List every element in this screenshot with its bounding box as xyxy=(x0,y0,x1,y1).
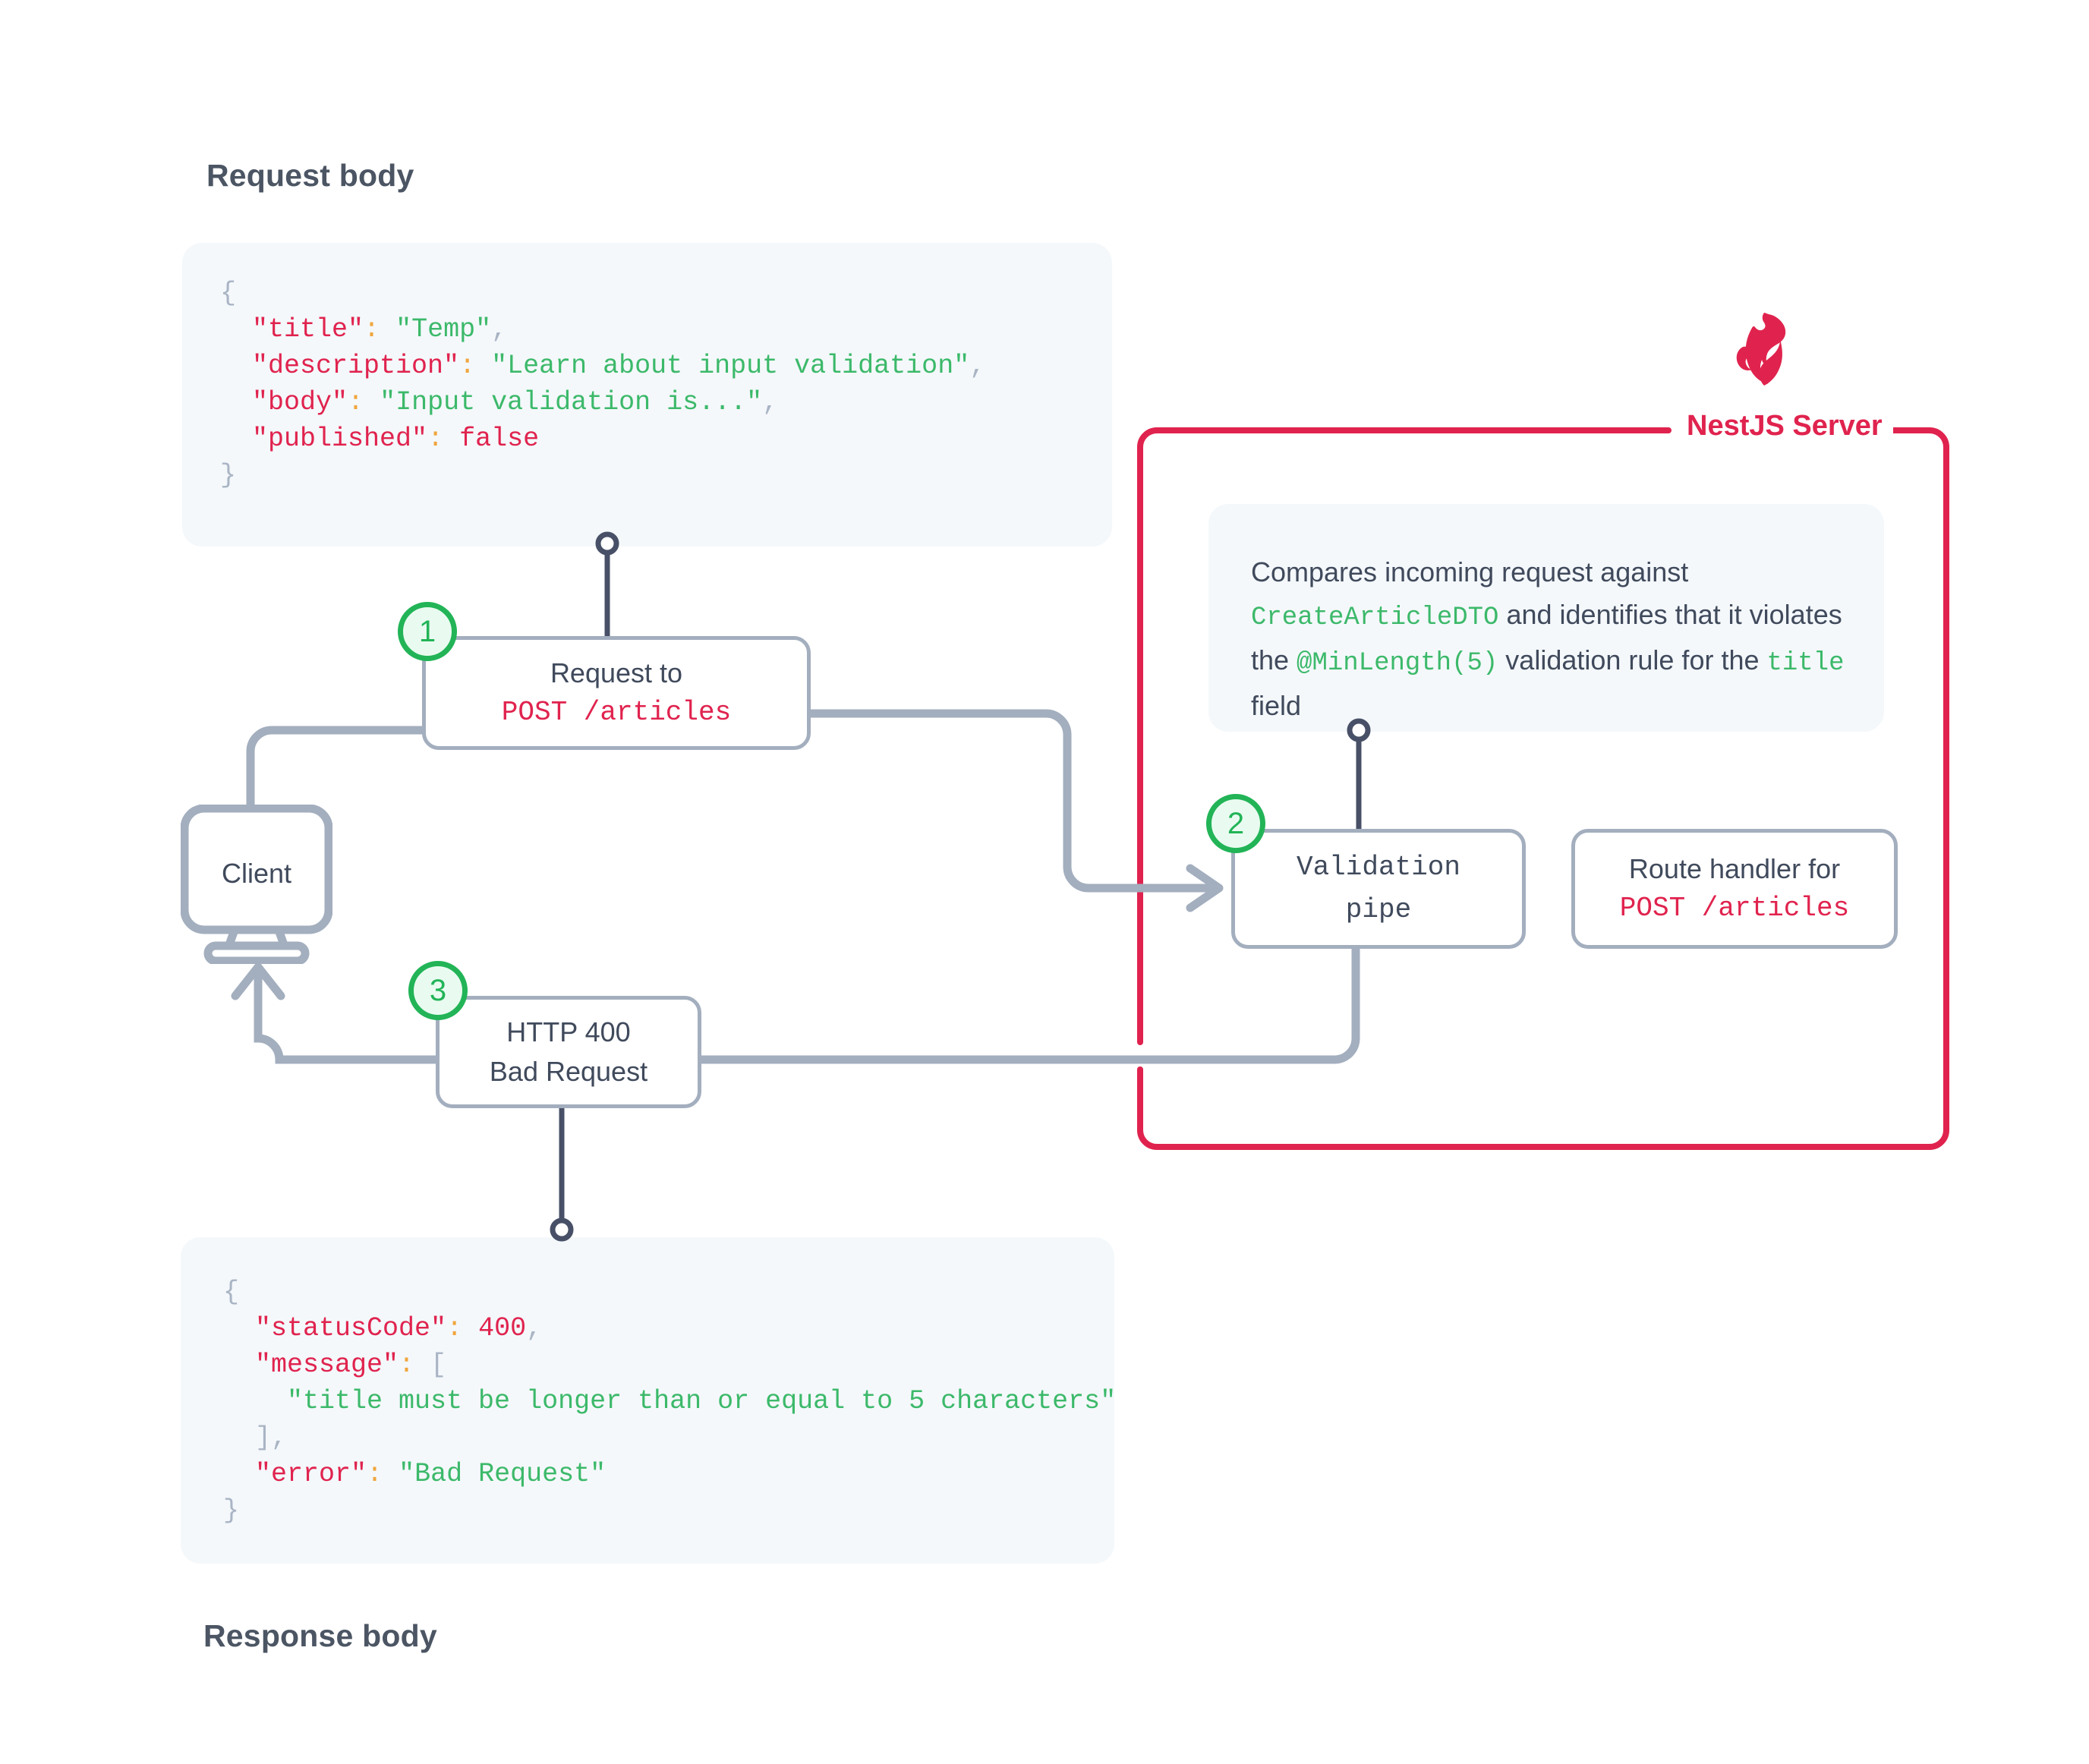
nestjs-server-boundary xyxy=(1137,427,1949,1150)
route-box-line1: Route handler for xyxy=(1628,853,1841,884)
client-label: Client xyxy=(221,858,292,889)
step-badge-1: 1 xyxy=(398,602,457,661)
callout-code-dto: CreateArticleDTO xyxy=(1251,603,1499,632)
callout-part3: validation rule for the xyxy=(1498,644,1767,676)
client-monitor-icon xyxy=(181,805,332,964)
code-line: "title must be longer than or equal to 5… xyxy=(287,1386,1117,1416)
code-line-close-brace: } xyxy=(220,460,237,490)
callout-part2: and identifies that it violates the xyxy=(1251,599,1842,676)
code-line: ], xyxy=(255,1422,288,1453)
nestjs-server-label: NestJS Server xyxy=(1676,410,1893,443)
code-line-open-brace: { xyxy=(223,1277,240,1307)
code-line: "statusCode": 400, xyxy=(255,1313,543,1343)
http400-box-line2: Bad Request xyxy=(489,1056,648,1087)
validation-box-line1: Validation xyxy=(1296,852,1461,883)
step-badge-3: 3 xyxy=(408,961,468,1020)
request-body-panel: { "title": "Temp", "description": "Learn… xyxy=(182,243,1112,547)
request-box-line2: POST /articles xyxy=(501,697,732,728)
http400-box-line1: HTTP 400 xyxy=(506,1016,631,1047)
code-line: "error": "Bad Request" xyxy=(255,1459,607,1489)
request-to-post-articles-box: Request to POST /articles xyxy=(422,636,811,750)
code-line: "published": false xyxy=(252,424,540,454)
route-box-line2: POST /articles xyxy=(1619,893,1850,924)
route-handler-box: Route handler for POST /articles xyxy=(1571,829,1898,949)
step-badge-2: 2 xyxy=(1206,794,1265,853)
callout-part1: Compares incoming request against xyxy=(1251,556,1689,587)
http-400-bad-request-box: HTTP 400 Bad Request xyxy=(436,996,701,1108)
callout-part4: field xyxy=(1251,690,1302,721)
code-line-close-brace: } xyxy=(223,1495,240,1526)
code-line-open-brace: { xyxy=(220,278,237,308)
code-line: "body": "Input validation is...", xyxy=(252,387,779,417)
callout-text: Compares incoming request against Create… xyxy=(1251,551,1848,727)
validation-pipe-box: Validation pipe xyxy=(1231,829,1526,949)
validation-explanation-callout: Compares incoming request against Create… xyxy=(1208,504,1884,732)
nestjs-cat-logo-icon xyxy=(1736,313,1786,386)
request-box-line1: Request to xyxy=(550,657,683,688)
response-body-heading: Response body xyxy=(203,1618,437,1653)
callout-code-title: title xyxy=(1766,649,1845,678)
callout-code-minlength: @MinLength(5) xyxy=(1297,649,1498,678)
code-line: "description": "Learn about input valida… xyxy=(252,351,986,381)
code-line: "title": "Temp", xyxy=(252,314,508,345)
validation-box-line2: pipe xyxy=(1345,894,1412,925)
response-body-panel: { "statusCode": 400, "message": [ "title… xyxy=(181,1237,1117,1564)
request-body-heading: Request body xyxy=(206,158,414,193)
code-line: "message": [ xyxy=(255,1350,447,1380)
